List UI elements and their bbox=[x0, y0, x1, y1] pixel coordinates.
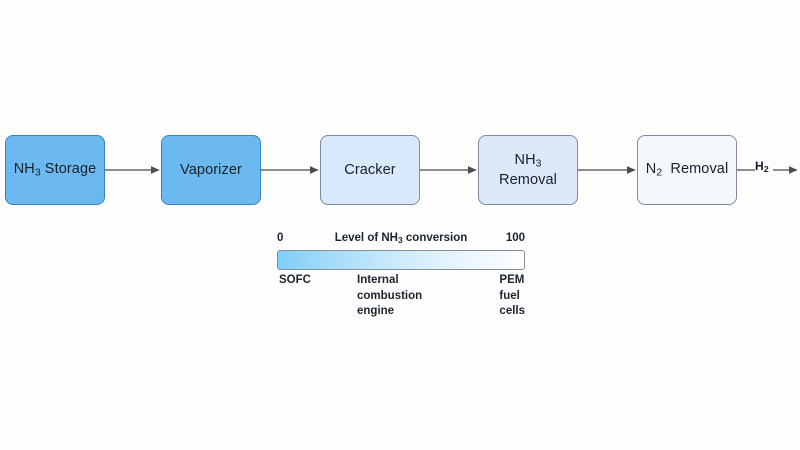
process-node-label: Cracker bbox=[344, 161, 396, 178]
process-node-label: N2 Removal bbox=[645, 161, 729, 179]
process-node-nh3-storage[interactable]: NH3 Storage bbox=[5, 135, 105, 205]
legend-title: Level of NH3 conversion bbox=[334, 232, 468, 245]
process-node-vaporizer[interactable]: Vaporizer bbox=[161, 135, 261, 205]
legend-header: 0 Level of NH3 conversion 100 bbox=[277, 232, 525, 250]
process-node-label: Vaporizer bbox=[180, 161, 242, 178]
legend-gradient-bar bbox=[277, 250, 525, 270]
process-node-cracker[interactable]: Cracker bbox=[320, 135, 420, 205]
legend-scale-min: 0 bbox=[277, 232, 284, 244]
conversion-legend: 0 Level of NH3 conversion 100 SOFC Inter… bbox=[277, 232, 525, 321]
process-node-n2-removal[interactable]: N2 Removal bbox=[637, 135, 737, 205]
outlet-stream-label: H2 bbox=[755, 159, 769, 174]
legend-annotation-sofc: SOFC bbox=[279, 274, 311, 286]
legend-scale-max: 100 bbox=[505, 232, 525, 244]
process-node-label: NH3 Storage bbox=[13, 161, 97, 179]
